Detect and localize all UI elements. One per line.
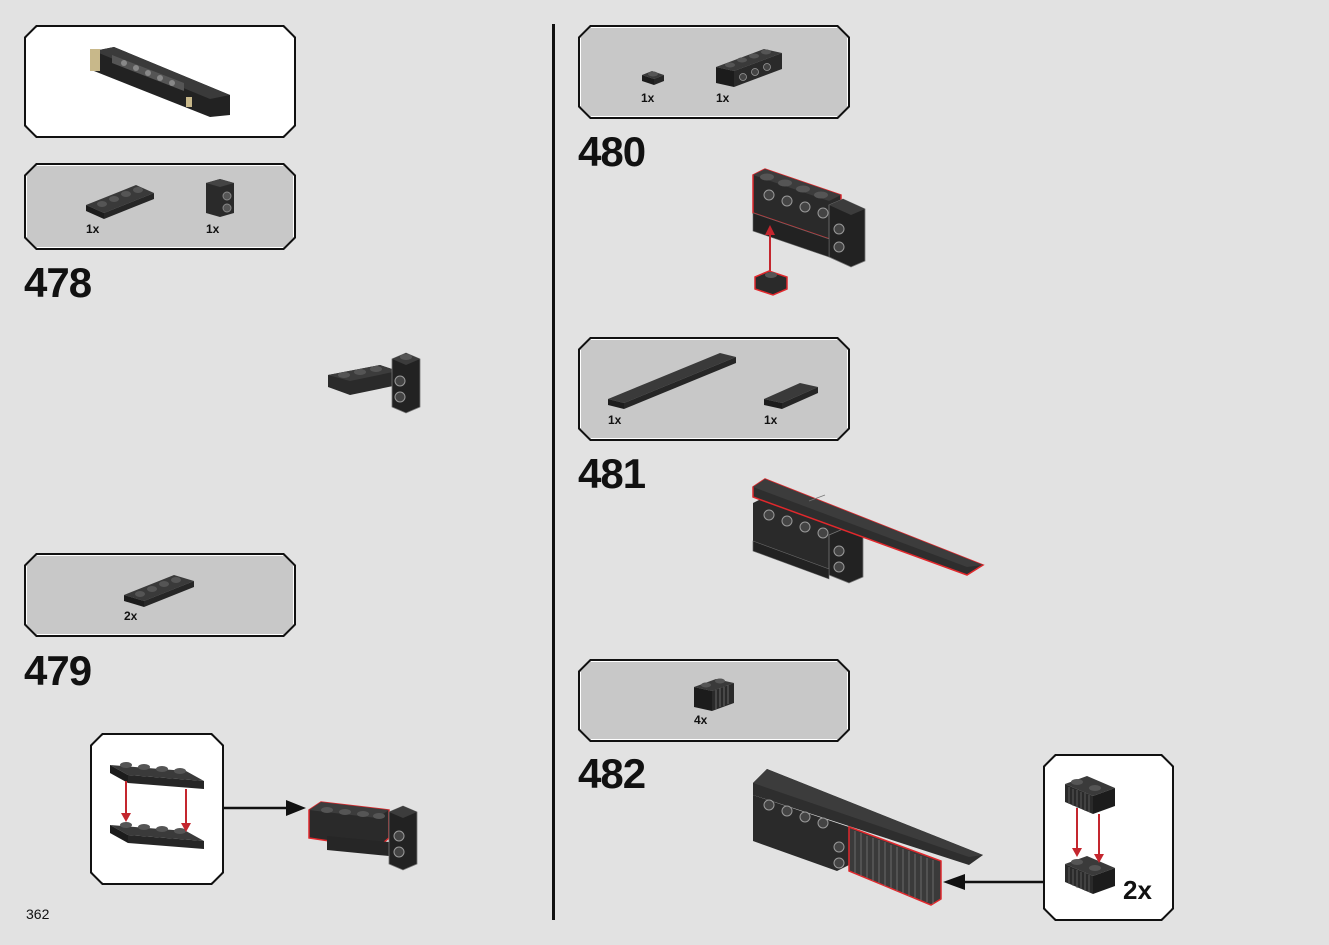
- long-assembly-icon: [24, 25, 296, 138]
- plate-1x4-icon: [24, 553, 296, 637]
- column-divider: [552, 24, 555, 920]
- step-number-479: 479: [24, 647, 92, 694]
- parts-list-478: 1x 1x: [24, 163, 296, 250]
- step-478-model: [328, 352, 421, 414]
- assembly-arrow-482: [943, 874, 1045, 890]
- part-qty-481-b: 1x: [764, 413, 778, 427]
- step-479-model: [308, 801, 418, 871]
- stacked-plates-icon: [90, 733, 224, 885]
- previous-step-result-frame: [24, 25, 296, 138]
- brick-1x1-studs-side-icon: [24, 163, 296, 250]
- step-480-model: [752, 168, 866, 296]
- part-qty-481-a: 1x: [608, 413, 622, 427]
- part-qty-480-a: 1x: [641, 91, 655, 105]
- step-number-480: 480: [578, 128, 646, 175]
- parts-list-480: 1x 1x: [578, 25, 850, 119]
- subassembly-multiplier: 2x: [1123, 875, 1152, 905]
- step-number-481: 481: [578, 450, 646, 497]
- subassembly-callout-479: [90, 733, 224, 885]
- parts-list-481: 1x 1x: [578, 337, 850, 441]
- parts-list-479: 2x: [24, 553, 296, 637]
- part-qty-480-b: 1x: [716, 91, 730, 105]
- tile-1x2-icon: [578, 337, 850, 441]
- page-number: 362: [26, 906, 50, 922]
- subassembly-callout-482: 2x: [1043, 754, 1174, 921]
- assembly-arrow-479: [224, 800, 306, 816]
- plate-1x1-icon: [578, 25, 850, 119]
- tile-1x8-icon: [578, 337, 850, 441]
- step-number-482: 482: [578, 750, 646, 797]
- step-481-model: [752, 478, 985, 584]
- step-482-model: [753, 769, 983, 906]
- brick-1x2-grille-icon: [578, 659, 850, 742]
- part-qty-479-a: 2x: [124, 609, 138, 623]
- part-qty-478-b: 1x: [206, 222, 220, 236]
- stacked-grille-bricks-icon: [1043, 754, 1174, 921]
- part-qty-478-a: 1x: [86, 222, 100, 236]
- plate-1x4-icon: [24, 163, 296, 250]
- parts-list-482: 4x: [578, 659, 850, 742]
- part-qty-482-a: 4x: [694, 713, 708, 727]
- brick-1x4-studs-side-icon: [578, 25, 850, 119]
- step-number-478: 478: [24, 259, 92, 306]
